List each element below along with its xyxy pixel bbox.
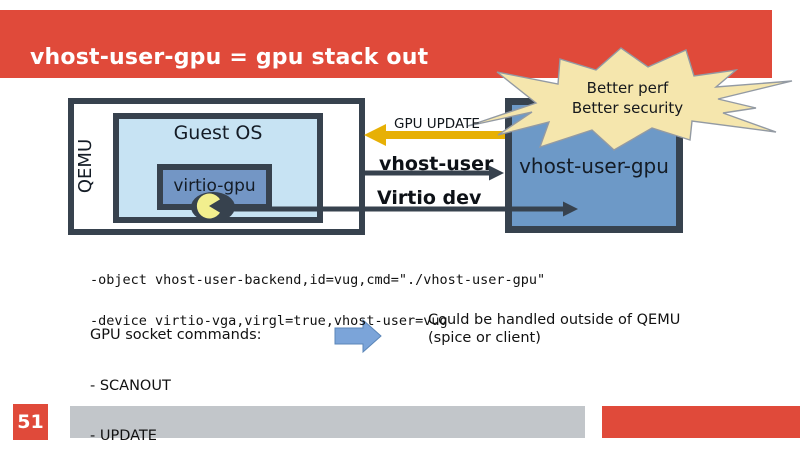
- vhost-user-label: vhost-user: [379, 153, 494, 175]
- command-item: - SCANOUT: [90, 377, 171, 394]
- vhost-user-gpu-box: vhost-user-gpu: [505, 98, 683, 233]
- code-line1: -object vhost-user-backend,id=vug,cmd=".…: [90, 272, 546, 288]
- virtio-gpu-label: virtio-gpu: [173, 176, 256, 196]
- virtio-gpu-box: virtio-gpu: [157, 164, 272, 210]
- page-number-box: 51: [13, 404, 48, 440]
- note-line1: Could be handled outside of QEMU: [428, 312, 681, 328]
- virtio-dev-label: Virtio dev: [377, 187, 482, 209]
- callout-text: Better perf Better security: [535, 78, 720, 118]
- gpu-update-label: GPU UPDATE: [394, 116, 480, 132]
- footer-gray-bar: [70, 406, 585, 438]
- footer-red-bar: [602, 406, 800, 438]
- callout-line2: Better security: [571, 99, 684, 117]
- gpu-socket-commands: GPU socket commands: - SCANOUT - UPDATE …: [90, 293, 262, 449]
- commands-heading: GPU socket commands:: [90, 326, 262, 343]
- qemu-label: QEMU: [75, 138, 96, 194]
- callout-line1: Better perf: [586, 79, 669, 97]
- vhost-user-gpu-label: vhost-user-gpu: [519, 153, 669, 178]
- title-bar: vhost-user-gpu = gpu stack out: [0, 10, 772, 78]
- note-text: Could be handled outside of QEMU (spice …: [428, 312, 680, 347]
- page-title: vhost-user-gpu = gpu stack out: [30, 45, 429, 70]
- note-line2: (spice or client): [428, 329, 541, 346]
- page-number: 51: [17, 411, 44, 433]
- command-item: - UPDATE: [90, 428, 157, 445]
- guest-os-label: Guest OS: [173, 122, 263, 144]
